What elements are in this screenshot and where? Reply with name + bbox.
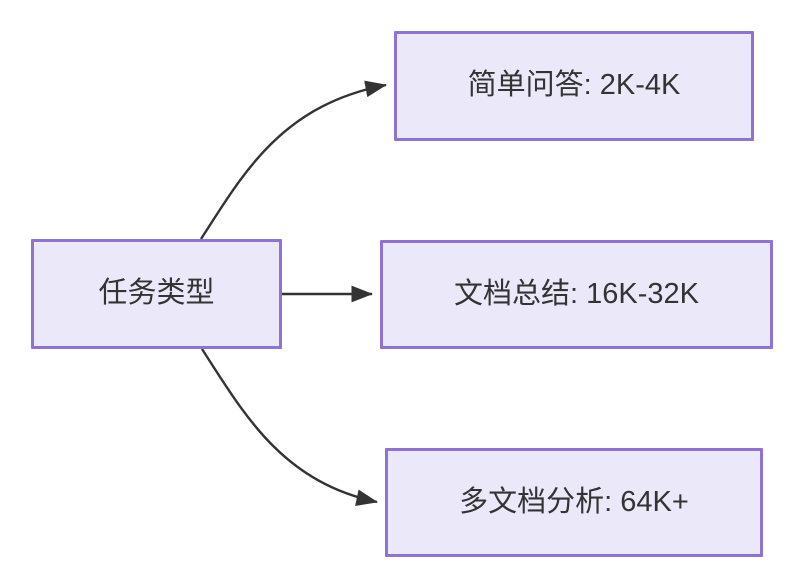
node-multi-document-analysis[interactable]: 多文档分析: 64K+ — [385, 448, 763, 557]
edge-root-to-simple-qa — [199, 80, 387, 240]
node-simple-qa-label: 简单问答: 2K-4K — [467, 69, 681, 102]
node-document-summary-label: 文档总结: 16K-32K — [454, 277, 699, 310]
node-task-type[interactable]: 任务类型 — [31, 239, 282, 349]
node-task-type-label: 任务类型 — [98, 277, 215, 310]
node-simple-qa[interactable]: 简单问答: 2K-4K — [394, 31, 754, 141]
node-document-summary[interactable]: 文档总结: 16K-32K — [380, 240, 773, 349]
edge-root-to-multi-doc — [200, 348, 378, 506]
node-multi-document-analysis-label: 多文档分析: 64K+ — [459, 485, 689, 518]
